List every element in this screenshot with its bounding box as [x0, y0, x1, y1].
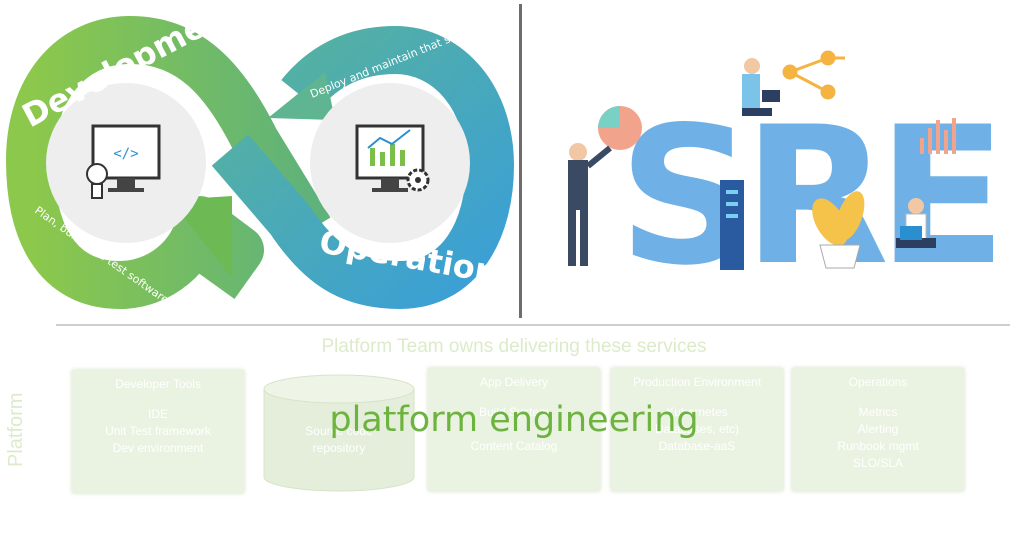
server-icon — [720, 180, 744, 270]
bar-chart-icon — [920, 118, 956, 154]
lightbulb-icon — [86, 163, 108, 199]
pie-chart-icon — [598, 106, 642, 150]
box-item: SLO/SLA — [852, 456, 904, 470]
standing-person-icon — [568, 143, 612, 266]
svg-text:</>: </> — [113, 146, 138, 162]
box-title: App Delivery — [479, 375, 549, 389]
operations-box: Operations Metrics Alerting Runbook mgmt… — [792, 368, 964, 491]
platform-engineering-label: platform engineering — [329, 400, 699, 440]
vertical-divider — [519, 4, 522, 318]
operations-loop — [211, 26, 514, 309]
code-monitor-icon: </> — [91, 124, 161, 192]
box-item: Kubernetes — [666, 405, 728, 419]
repo-line1: Source code — [305, 424, 373, 438]
repository-label: Source code repository — [262, 423, 416, 457]
developer-tools-box: Developer Tools IDE Unit Test framework … — [72, 370, 244, 493]
sre-illustration: SRE — [568, 50, 1007, 280]
source-repository-cylinder — [263, 374, 415, 492]
box-item: Database-aaS — [658, 439, 736, 453]
box-title: Operations — [848, 375, 908, 389]
box-item: Alerting — [857, 422, 899, 436]
platform-team-title: Platform Team owns delivering these serv… — [321, 336, 707, 357]
box-title: Developer Tools — [115, 377, 201, 391]
box-item: Dev environment — [112, 441, 204, 455]
woman-with-laptop-icon — [742, 58, 780, 116]
app-delivery-box: App Delivery Build System Content Catalo… — [428, 368, 600, 491]
box-item: Unit Test framework — [105, 424, 211, 438]
box-item: Metrics — [858, 405, 898, 419]
gear-icon — [406, 168, 430, 192]
box-item: Build System — [478, 405, 550, 419]
box-title: Production Environment — [632, 375, 762, 389]
development-loop — [6, 16, 331, 309]
box-item: Runbook mgmt — [837, 439, 919, 453]
man-with-laptop-icon — [896, 198, 936, 248]
repo-line2: repository — [312, 441, 366, 455]
plant-icon — [812, 191, 865, 269]
box-item: Content Catalog — [470, 439, 558, 453]
production-environment-box: Production Environment Kubernetes Databa… — [611, 368, 783, 491]
devops-infinity-diagram: </> Development Operations Plan, build, … — [6, 0, 515, 309]
box-item: Databases, etc) — [654, 422, 740, 436]
operations-arrow-icon — [268, 72, 335, 120]
box-item: IDE — [147, 407, 168, 421]
flowchart-icon — [782, 50, 845, 100]
horizontal-divider — [56, 324, 1010, 326]
chart-monitor-icon — [355, 124, 425, 192]
sre-title: SRE — [618, 86, 995, 280]
development-arrow-icon — [170, 196, 232, 278]
